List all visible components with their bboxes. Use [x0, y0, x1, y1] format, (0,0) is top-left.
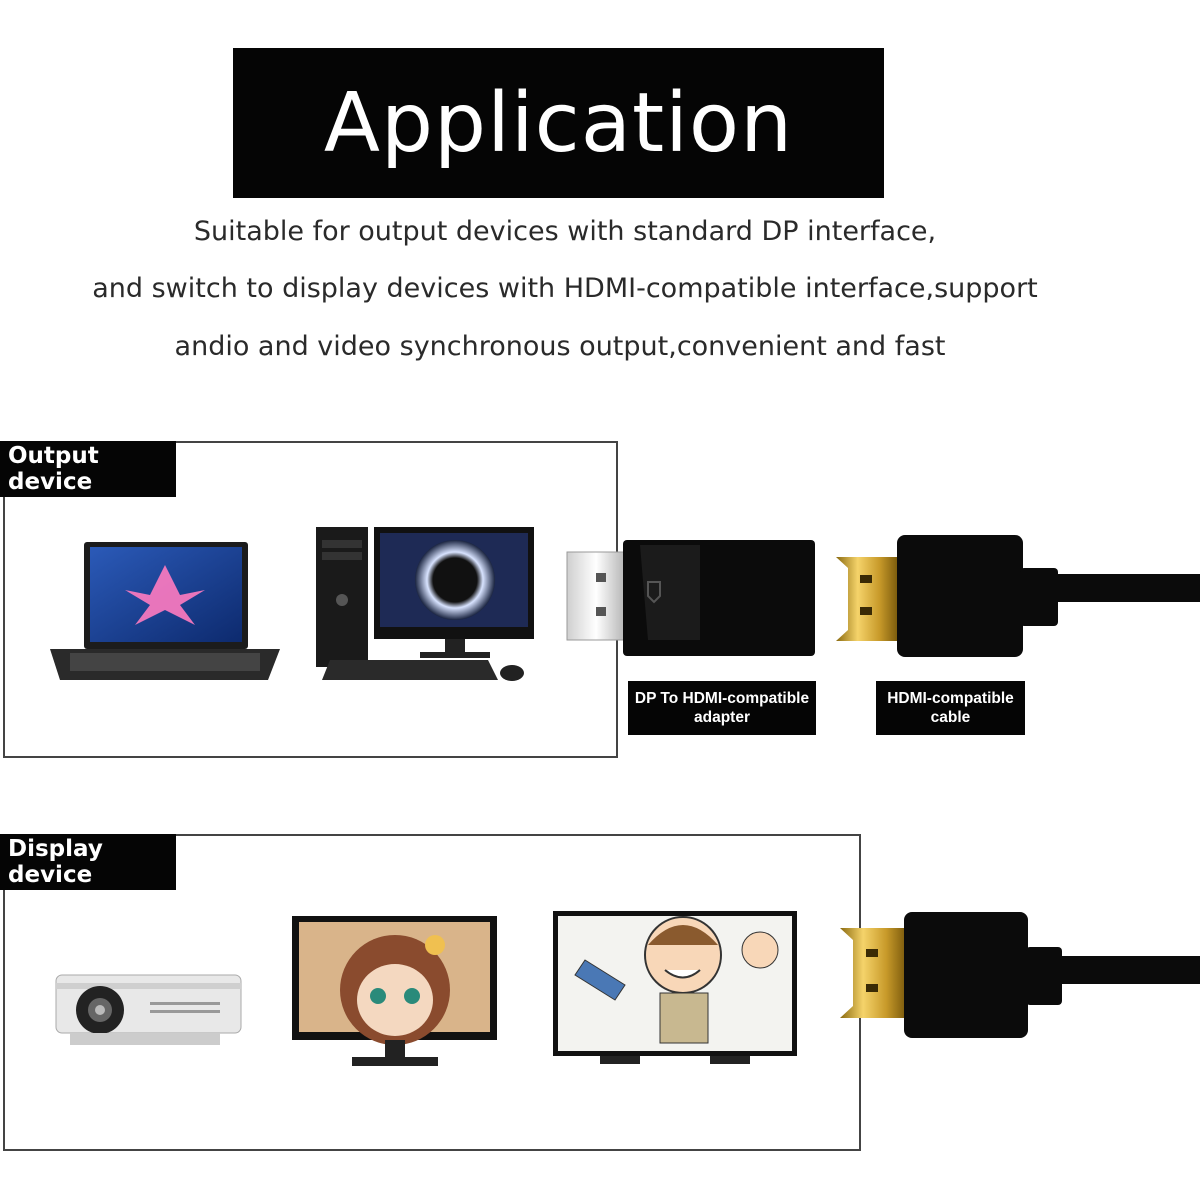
description-line-3: andio and video synchronous output,conve…: [174, 331, 946, 362]
laptop-icon: [50, 542, 280, 680]
adapter-caption: DP To HDMI-compatible adapter: [628, 681, 816, 735]
output-device-label: Output device: [0, 441, 176, 497]
description-line-1: Suitable for output devices with standar…: [193, 216, 937, 247]
page-title: Application: [323, 75, 794, 171]
display-device-label: Display device: [0, 834, 176, 890]
desktop-computer-icon: [316, 527, 534, 681]
dp-connector-icon: [566, 551, 626, 641]
adapter-body-icon: [623, 540, 815, 656]
television-icon: [553, 911, 797, 1064]
title-banner: Application: [233, 48, 884, 198]
monitor-icon: [292, 916, 497, 1066]
hdmi-plug-icon: [836, 535, 1200, 657]
projector-icon: [55, 974, 242, 1045]
description-line-2: and switch to display devices with HDMI-…: [92, 273, 1038, 304]
hdmi-plug-bottom-icon: [840, 912, 1200, 1038]
cable-caption: HDMI-compatible cable: [876, 681, 1025, 735]
